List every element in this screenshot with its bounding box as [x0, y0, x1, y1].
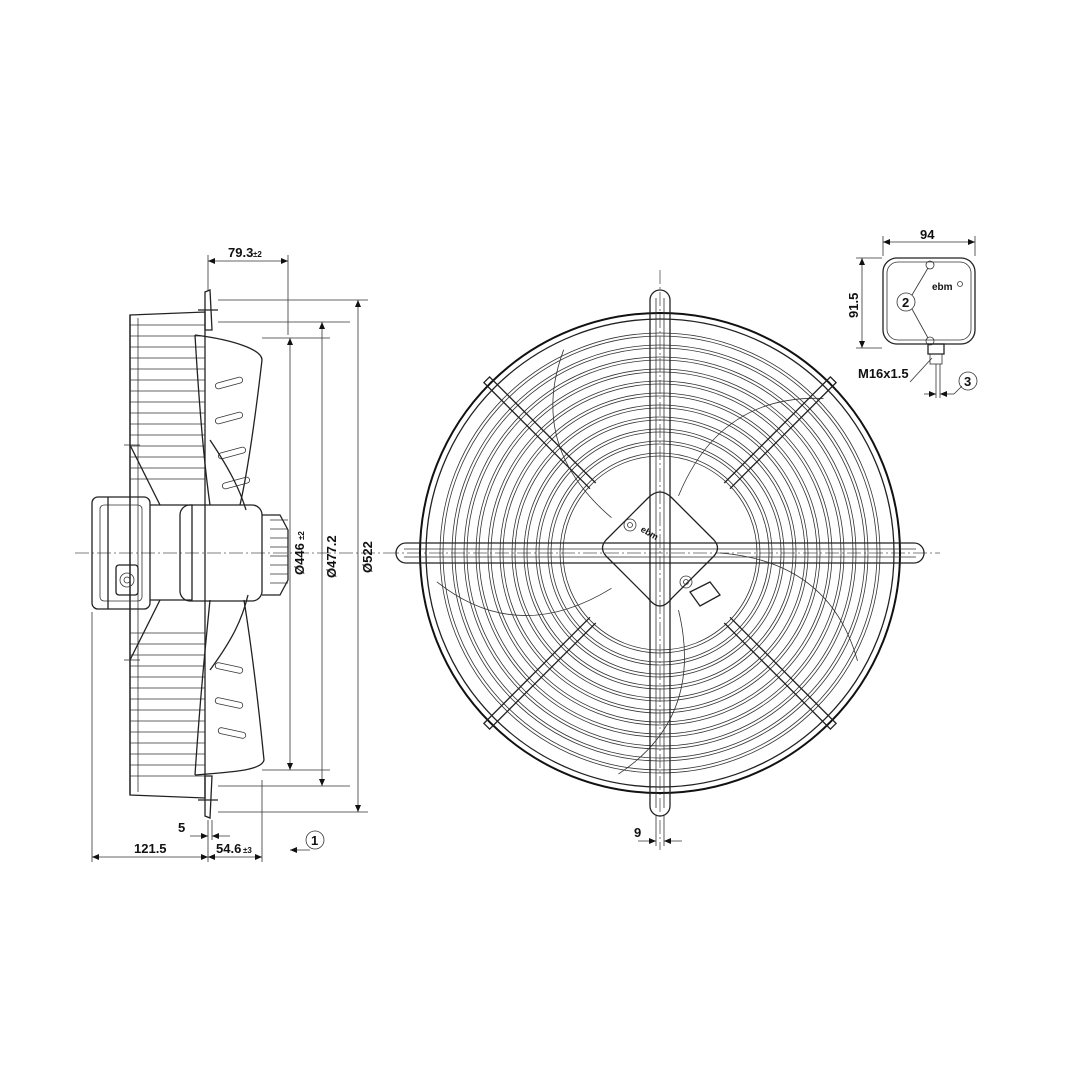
dim-diameter-inner-tol: ±2: [297, 531, 306, 540]
thread-label: M16x1.5: [858, 366, 909, 381]
guard-crossbars: [395, 289, 925, 817]
callout-screws: 2: [902, 295, 909, 310]
motor-hub-side: [91, 444, 289, 661]
dim-bar-width: 9: [634, 825, 641, 840]
dim-diameter-mid: Ø477.2: [324, 535, 339, 578]
dim-depth-top: 79.3: [228, 245, 253, 260]
front-dimensions: 9: [634, 816, 682, 846]
dim-diameter-inner: Ø446: [292, 543, 307, 575]
dim-flange-thickness: 5: [178, 820, 185, 835]
dim-offset: 54.6: [216, 841, 241, 856]
dim-diameter-outer: Ø522: [360, 541, 375, 573]
dim-depth-top-tol: ±2: [253, 250, 262, 259]
blades-side: [194, 334, 265, 776]
dim-motor-depth: 121.5: [134, 841, 167, 856]
guard-rings: [419, 312, 901, 794]
side-view: 79.3 ±2 Ø446 ±2 Ø477.2 Ø522 121.5: [75, 245, 385, 862]
terminal-box: ebm 94 91.5 2 M16x1.5 3: [846, 227, 978, 398]
dim-offset-tol: ±3: [243, 846, 252, 855]
front-view: ebm 9: [385, 270, 940, 850]
terminal-dim-height: 91.5: [846, 293, 861, 318]
callout-cable: 3: [964, 374, 971, 389]
callout-airflow: 1: [311, 833, 318, 848]
blades-front: [436, 349, 858, 775]
terminal-dim-width: 94: [920, 227, 935, 242]
side-dimensions: 79.3 ±2 Ø446 ±2 Ø477.2 Ø522 121.5: [91, 245, 375, 862]
guard-side-profile: [129, 289, 218, 819]
terminal-logo: ebm: [932, 282, 953, 293]
